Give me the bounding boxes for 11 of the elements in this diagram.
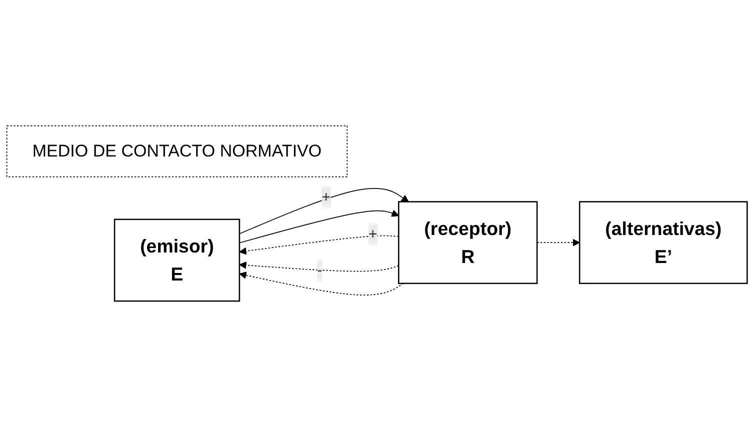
node-box: (alternativas) E’ xyxy=(578,201,748,284)
edge-label: + xyxy=(368,225,378,242)
arrow xyxy=(536,238,580,246)
edge-label: - xyxy=(317,262,322,279)
node-box: (emisor) E xyxy=(114,218,240,302)
node-box: MEDIO DE CONTACTO NORMATIVO xyxy=(6,125,348,178)
arrow xyxy=(239,235,400,255)
node-box: (receptor) R xyxy=(398,201,538,284)
arrow xyxy=(239,262,400,272)
edge-label: + xyxy=(322,188,331,206)
arrow xyxy=(239,272,404,296)
